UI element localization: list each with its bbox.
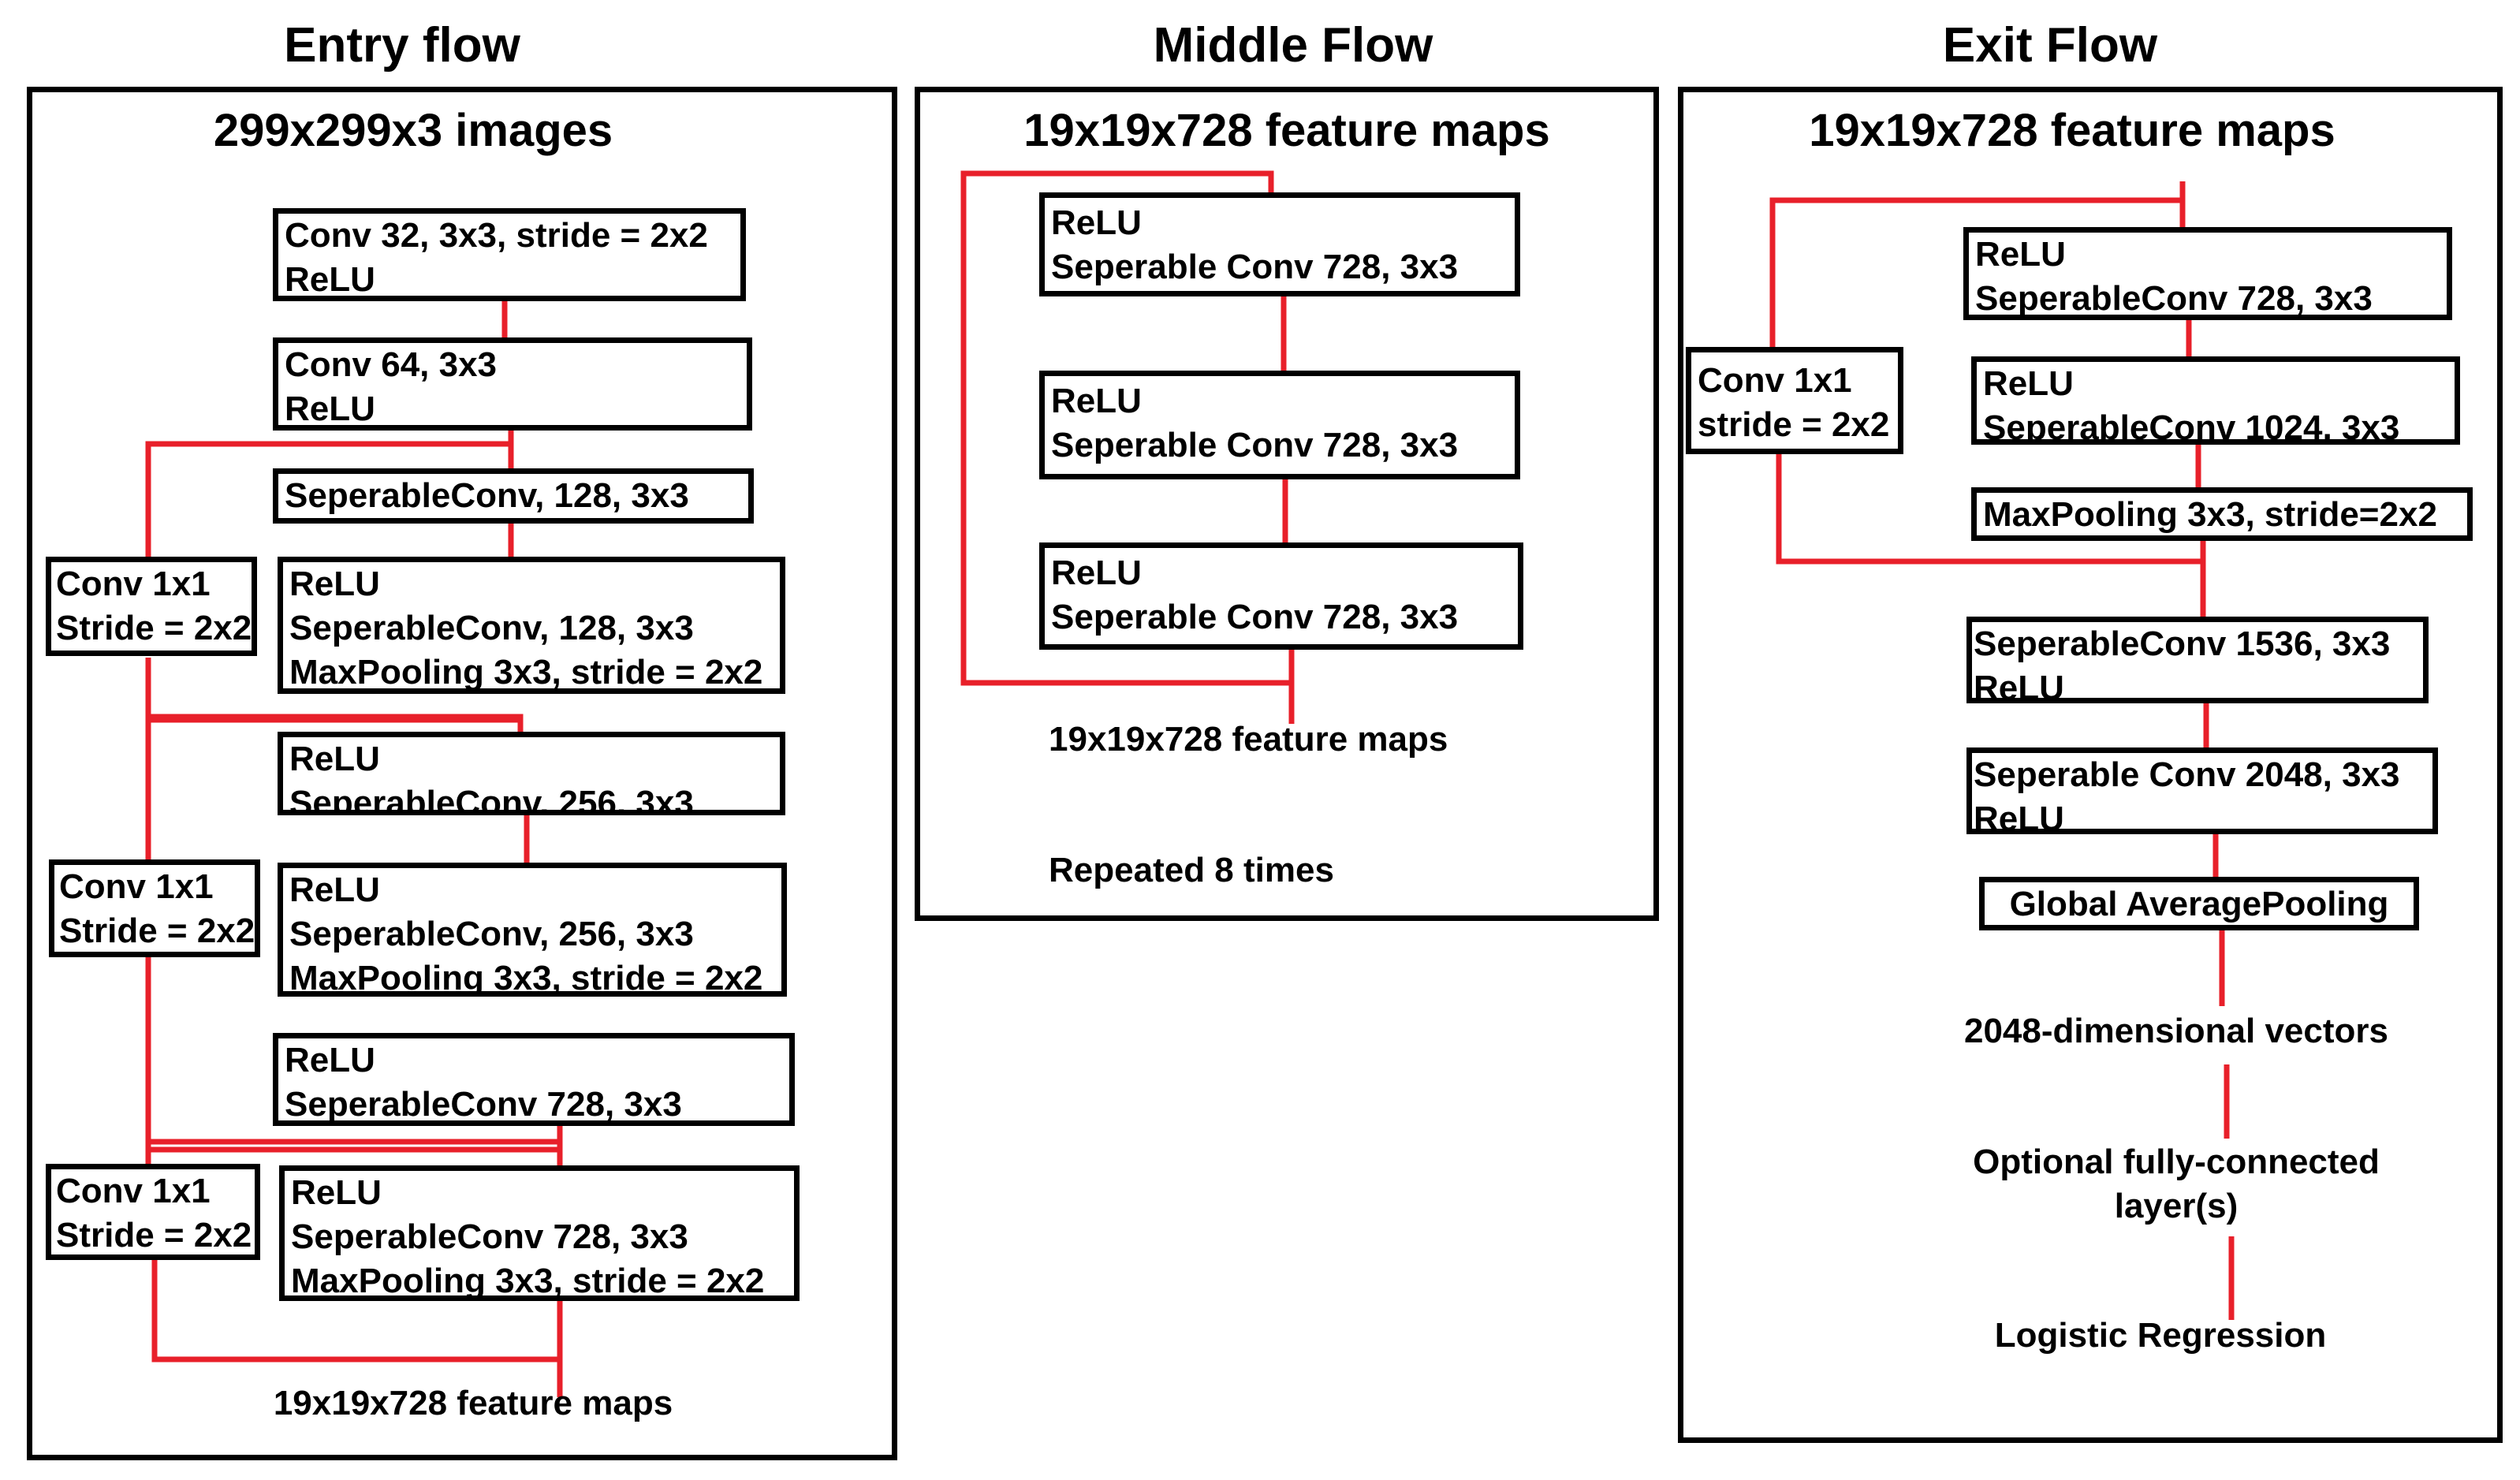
block-line: ReLU	[285, 390, 375, 428]
label-line: layer(s)	[2114, 1187, 2239, 1225]
exit-global-avgpool-block: Global AveragePooling	[1979, 877, 2419, 930]
block-line: SeperableConv, 128, 3x3	[289, 609, 694, 647]
block-line: Seperable Conv 728, 3x3	[1051, 598, 1459, 636]
block-line: ReLU	[1974, 669, 2064, 703]
block-line: Conv 64, 3x3	[285, 345, 498, 384]
block-line: Seperable Conv 728, 3x3	[1051, 426, 1459, 464]
exit-sepconv728-block: ReLU SeperableConv 728, 3x3	[1963, 227, 2452, 320]
exit-flow-panel	[1678, 87, 2503, 1443]
entry-sepconv128-maxpool-block: ReLU SeperableConv, 128, 3x3 MaxPooling …	[278, 557, 785, 694]
block-line: SeperableConv 1024, 3x3	[1983, 408, 2400, 445]
exit-sepconv1024-block: ReLU SeperableConv 1024, 3x3	[1971, 356, 2460, 445]
block-line: SeperableConv, 256, 3x3	[289, 784, 694, 815]
block-line: SeperableConv 728, 3x3	[1975, 279, 2373, 318]
exit-sepconv2048-block: Seperable Conv 2048, 3x3 ReLU	[1966, 747, 2438, 834]
entry-sepconv256-maxpool-block: ReLU SeperableConv, 256, 3x3 MaxPooling …	[278, 863, 787, 997]
exit-fc-label: Optional fully-connected layer(s)	[1908, 1140, 2444, 1228]
middle-flow-panel	[915, 87, 1659, 921]
block-line: ReLU	[289, 565, 380, 603]
block-line: Conv 1x1	[56, 1172, 211, 1210]
entry-sepconv728-maxpool-block: ReLU SeperableConv 728, 3x3 MaxPooling 3…	[279, 1165, 800, 1301]
block-line: Seperable Conv 2048, 3x3	[1974, 755, 2400, 794]
exit-logistic-label: Logistic Regression	[1994, 1316, 2327, 1355]
entry-skip-conv-1: Conv 1x1 Stride = 2x2	[46, 557, 257, 656]
block-line: Global AveragePooling	[2009, 885, 2389, 923]
entry-conv64-block: Conv 64, 3x3 ReLU	[273, 337, 752, 431]
entry-sepconv256-block: ReLU SeperableConv, 256, 3x3	[278, 732, 785, 815]
block-line: stride = 2x2	[1698, 405, 1890, 444]
middle-block-3: ReLU Seperable Conv 728, 3x3	[1039, 542, 1523, 650]
entry-sepconv128-block: SeperableConv, 128, 3x3	[273, 468, 754, 524]
entry-sepconv728-block: ReLU SeperableConv 728, 3x3	[273, 1033, 795, 1126]
block-line: ReLU	[1051, 554, 1142, 592]
exit-input-label: 19x19x728 feature maps	[1809, 105, 2335, 156]
block-line: ReLU	[285, 1041, 375, 1079]
block-line: Stride = 2x2	[59, 911, 255, 950]
block-line: SeperableConv 728, 3x3	[291, 1217, 688, 1256]
block-line: MaxPooling 3x3, stride = 2x2	[291, 1262, 765, 1300]
middle-output-label: 19x19x728 feature maps	[1049, 720, 1448, 759]
block-line: Conv 1x1	[59, 867, 214, 906]
block-line: ReLU	[1051, 203, 1142, 242]
block-line: ReLU	[1974, 800, 2064, 834]
block-line: Stride = 2x2	[56, 1216, 252, 1254]
block-line: ReLU	[1975, 235, 2066, 274]
middle-block-1: ReLU Seperable Conv 728, 3x3	[1039, 192, 1520, 296]
block-line: SeperableConv 728, 3x3	[285, 1085, 682, 1124]
exit-vectors-label: 2048-dimensional vectors	[1963, 1012, 2388, 1050]
block-line: Stride = 2x2	[56, 609, 252, 647]
block-line: MaxPooling 3x3, stride=2x2	[1983, 495, 2437, 534]
entry-conv32-block: Conv 32, 3x3, stride = 2x2 ReLU	[273, 208, 746, 301]
entry-skip-conv-3: Conv 1x1 Stride = 2x2	[46, 1164, 260, 1260]
entry-skip-conv-2: Conv 1x1 Stride = 2x2	[49, 859, 260, 957]
block-line: Conv 1x1	[56, 565, 211, 603]
exit-maxpool-block: MaxPooling 3x3, stride=2x2	[1971, 487, 2473, 541]
block-line: ReLU	[289, 870, 380, 909]
middle-input-label: 19x19x728 feature maps	[1023, 105, 1550, 156]
exit-skip-conv: Conv 1x1 stride = 2x2	[1686, 347, 1903, 454]
block-line: Seperable Conv 728, 3x3	[1051, 248, 1459, 286]
entry-input-label: 299x299x3 images	[213, 105, 613, 156]
label-line: Optional fully-connected	[1973, 1143, 2380, 1181]
block-line: Conv 1x1	[1698, 361, 1852, 400]
block-line: Conv 32, 3x3, stride = 2x2	[285, 216, 708, 255]
block-line: SeperableConv 1536, 3x3	[1974, 624, 2391, 663]
block-line: ReLU	[291, 1173, 382, 1212]
block-line: MaxPooling 3x3, stride = 2x2	[289, 653, 763, 692]
block-line: SeperableConv, 256, 3x3	[289, 915, 694, 953]
exit-sepconv1536-block: SeperableConv 1536, 3x3 ReLU	[1966, 617, 2429, 703]
entry-flow-panel	[27, 87, 897, 1460]
middle-repeat-label: Repeated 8 times	[1049, 851, 1334, 889]
block-line: SeperableConv, 128, 3x3	[285, 476, 689, 515]
middle-block-2: ReLU Seperable Conv 728, 3x3	[1039, 371, 1520, 479]
exit-flow-title: Exit Flow	[1942, 18, 2158, 73]
middle-flow-title: Middle Flow	[1153, 18, 1433, 73]
entry-flow-title: Entry flow	[284, 18, 520, 73]
block-line: MaxPooling 3x3, stride = 2x2	[289, 959, 763, 997]
block-line: ReLU	[289, 740, 380, 778]
block-line: ReLU	[285, 260, 375, 299]
block-line: ReLU	[1051, 382, 1142, 420]
block-line: ReLU	[1983, 364, 2074, 403]
entry-output-label: 19x19x728 feature maps	[273, 1384, 673, 1422]
